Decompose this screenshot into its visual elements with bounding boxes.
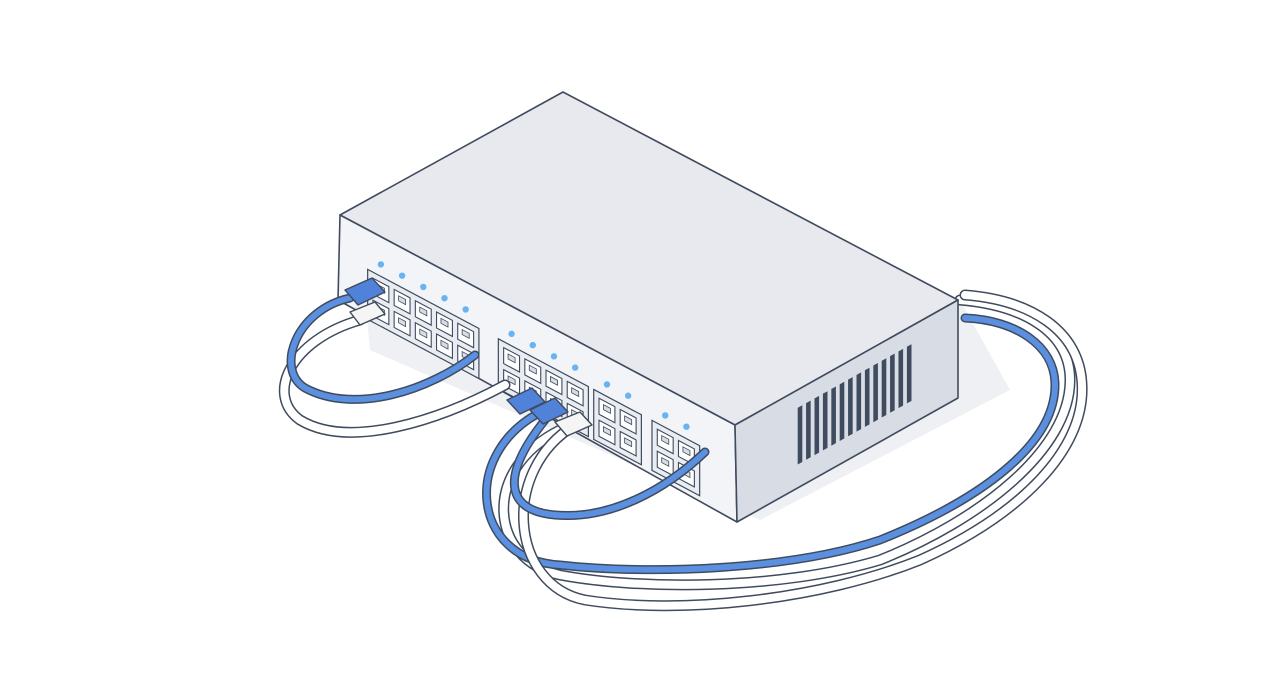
vent-slot [806,400,811,460]
port-latch [550,375,558,386]
port-panel [367,261,701,497]
port-latch [461,328,470,339]
port-latch [603,403,611,415]
cable-group-back [482,289,1088,612]
status-led [683,423,690,430]
vent-slot [890,353,895,413]
vent-slot [822,391,828,451]
status-led [398,272,406,279]
port-latch [419,306,428,317]
vent-slot [873,362,878,423]
status-led [441,294,448,302]
status-led [550,353,558,360]
port-latch [624,415,633,426]
vent-slot [831,386,836,446]
port-latch [661,456,670,467]
connector-white-2 [554,411,593,437]
status-led [462,306,469,313]
status-led [662,412,669,419]
status-led [529,341,536,349]
vent-slot [814,395,820,456]
vent-slot [839,381,845,442]
status-led [420,283,427,291]
status-led [603,381,611,388]
port-latch [624,437,633,448]
port-latch [440,339,449,350]
port-latch [398,295,407,306]
connector-blue-2 [506,387,546,415]
vent-slot [848,377,853,437]
port-latch [571,387,580,398]
vent-slot [797,405,803,465]
vent-slot [864,367,870,427]
vent-slot [898,348,904,409]
vent-slot [906,344,912,404]
port-latch [419,328,428,339]
port-latch [398,317,407,328]
status-led [377,261,385,268]
port-latch [507,375,516,386]
vent-slot [881,358,887,418]
connectors [344,277,593,437]
vent-grille [797,344,912,465]
port-latch [528,364,537,375]
status-led [571,364,579,371]
vent-slot [856,372,862,432]
cable-group-front [278,293,710,521]
status-led [508,330,515,338]
connector-blue-1 [344,277,386,306]
port-latch [682,446,691,457]
connector-white-1 [349,301,386,326]
port-latch [440,317,449,328]
port-latch [603,425,611,437]
status-led [624,392,632,399]
port-latch [507,353,516,364]
connector-blue-3 [529,397,569,425]
port-latch [661,434,670,445]
